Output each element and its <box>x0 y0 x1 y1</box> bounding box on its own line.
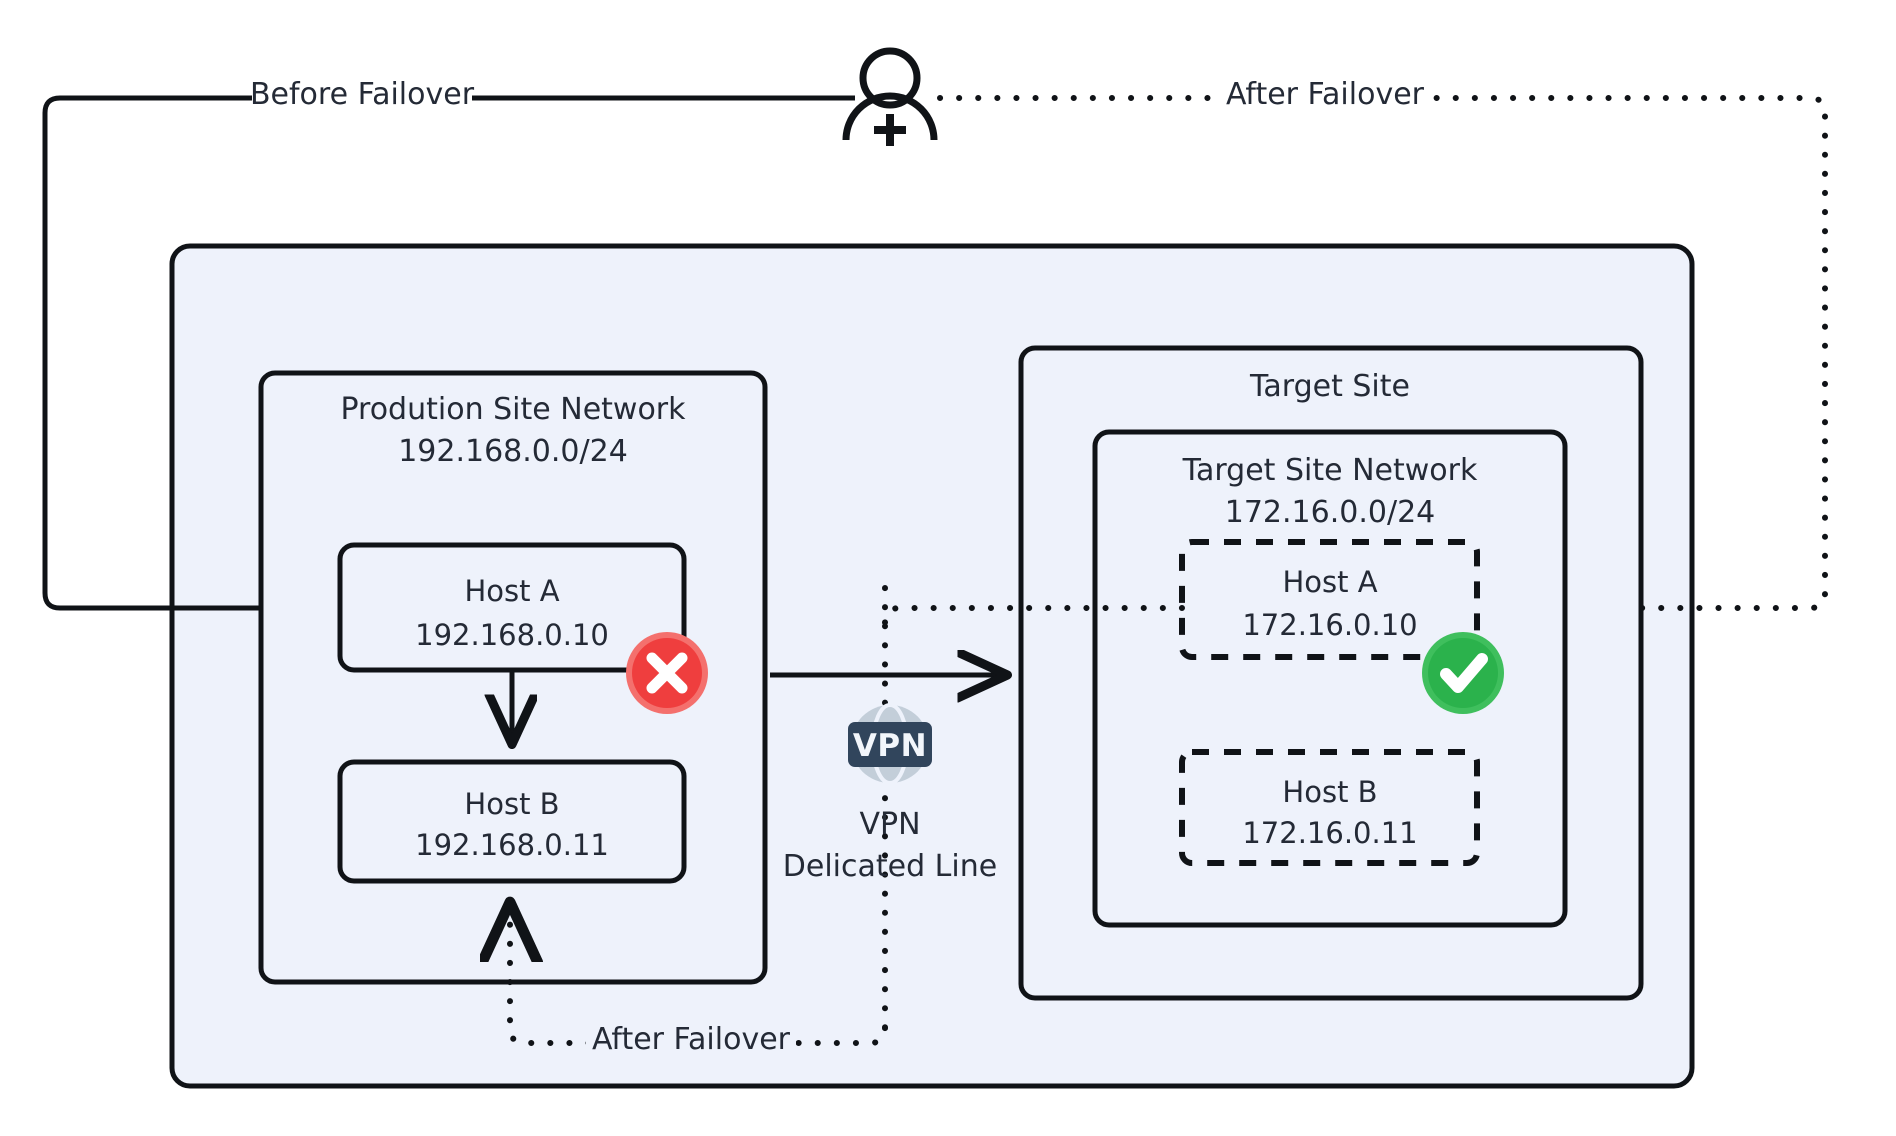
after-failover-bottom-path: After Failover <box>510 905 888 1064</box>
target-host-a-to-vpn-line <box>882 605 1185 626</box>
check-mark-icon <box>1422 632 1504 714</box>
x-mark-icon <box>626 632 708 714</box>
user-add-icon <box>842 47 938 146</box>
production-host-a-name: Host A <box>464 574 559 608</box>
production-host-a[interactable]: Host A 192.168.0.10 <box>337 542 687 673</box>
target-site-title: Target Site <box>1249 369 1410 404</box>
target-host-a-name: Host A <box>1282 565 1377 599</box>
vpn-caption-line1: VPN <box>859 807 920 842</box>
target-host-b-name: Host B <box>1282 775 1377 809</box>
before-failover-label-backdrop <box>252 78 472 120</box>
vpn-caption-line2: Delicated Line <box>783 849 997 884</box>
before-failover-line <box>42 95 855 608</box>
production-host-a-rect[interactable] <box>337 542 687 673</box>
production-network-subnet: 192.168.0.0/24 <box>398 434 628 469</box>
production-host-b-name: Host B <box>464 787 559 821</box>
target-host-b-rect[interactable] <box>1179 749 1480 866</box>
production-host-a-ip: 192.168.0.10 <box>415 618 609 652</box>
before-failover-path: Before Failover <box>42 77 855 608</box>
target-host-a-ip: 172.16.0.10 <box>1242 608 1417 642</box>
target-host-a-rect[interactable] <box>1179 539 1480 660</box>
after-failover-top-label-backdrop <box>1218 78 1428 120</box>
vpn-badge-label: VPN <box>853 728 927 764</box>
after-failover-top-path: After Failover <box>937 77 1828 608</box>
production-host-b-rect[interactable] <box>337 759 687 884</box>
vpn-globe-icon: VPN <box>848 703 932 785</box>
production-network-title: Prodution Site Network <box>340 392 686 427</box>
vpn-badge-rect <box>848 722 932 767</box>
target-network-subnet: 172.16.0.0/24 <box>1225 495 1436 530</box>
production-host-b[interactable]: Host B 192.168.0.11 <box>337 759 687 884</box>
after-failover-bottom-label-backdrop <box>586 1022 796 1064</box>
target-host-b[interactable]: Host B 172.16.0.11 <box>1179 749 1480 866</box>
target-host-b-ip: 172.16.0.11 <box>1242 816 1417 850</box>
target-host-a[interactable]: Host A 172.16.0.10 <box>1179 539 1480 660</box>
after-failover-top-line <box>937 95 1828 608</box>
production-host-b-ip: 192.168.0.11 <box>415 828 609 862</box>
target-network-title: Target Site Network <box>1182 453 1478 488</box>
after-failover-bottom-label: After Failover <box>592 1022 791 1057</box>
before-failover-label: Before Failover <box>250 77 475 112</box>
after-failover-top-label: After Failover <box>1226 77 1425 112</box>
